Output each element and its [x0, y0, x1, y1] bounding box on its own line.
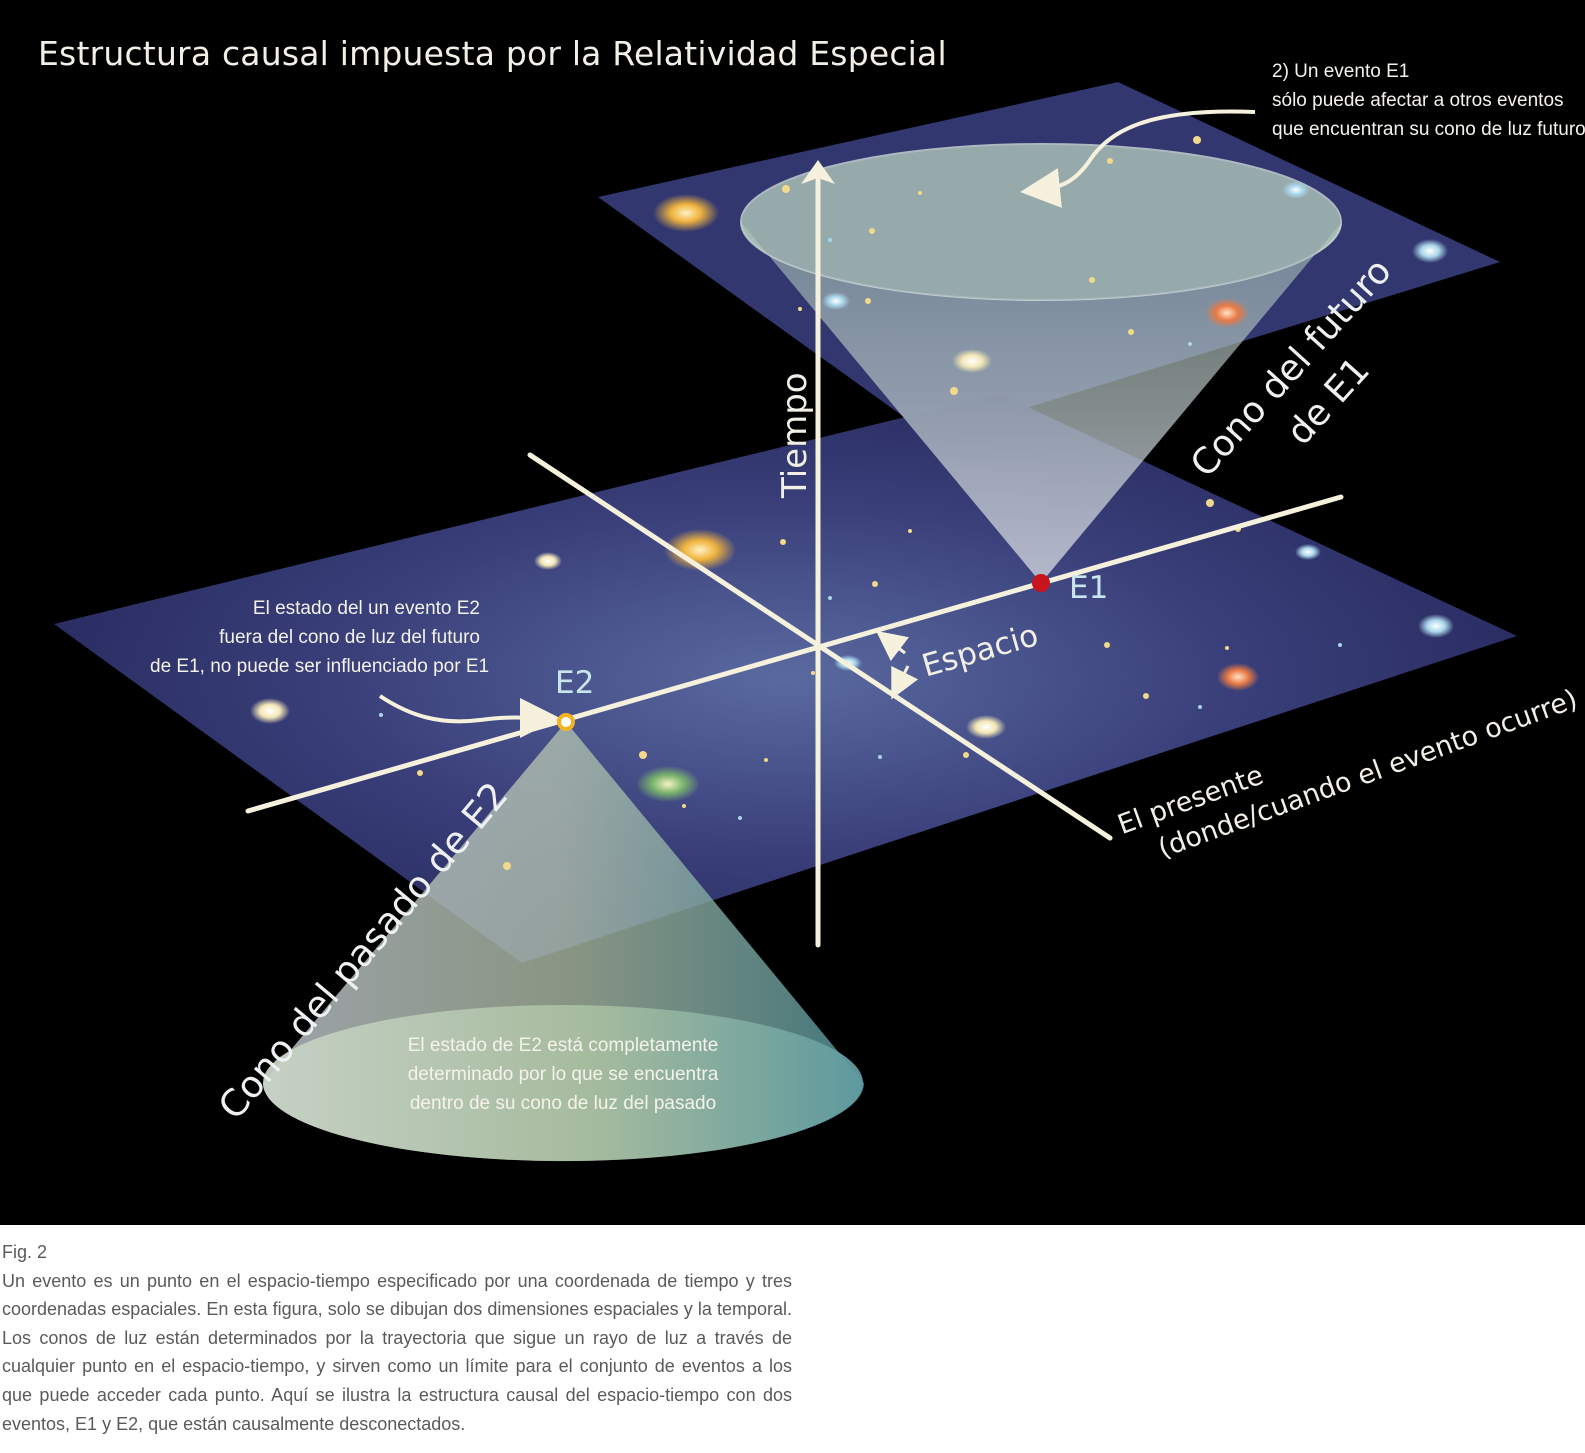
stars — [348, 136, 1241, 870]
e1-point[interactable] — [1032, 574, 1050, 592]
note-left-line-1: El estado del un evento E2 — [252, 598, 480, 619]
note-left-line-3: de E1, no puede ser influenciado por E1 — [150, 656, 490, 677]
note-bottom-line-2: determinado por lo que se encuentra — [407, 1064, 719, 1085]
future-cone-cap — [740, 143, 1342, 301]
note-top-line-1: 2) Un evento E1 — [1272, 61, 1410, 82]
present-plane — [54, 394, 1517, 963]
note-left: El estado del un evento E2 fuera del con… — [150, 594, 490, 681]
blue-stars — [379, 238, 1342, 820]
time-axis-label: Tiempo — [775, 372, 815, 498]
e2-label: E2 — [555, 665, 595, 701]
axes — [245, 177, 1344, 948]
caption-fig-number: Fig. 2 — [2, 1242, 48, 1262]
note-left-line-2: fuera del cono de luz del futuro — [219, 627, 480, 648]
note-top-line-3: que encuentran su cono de luz futuro — [1272, 119, 1585, 140]
top-note-arrow — [1020, 109, 1256, 208]
note-top-line-2: sólo puede afectar a otros eventos — [1272, 90, 1564, 111]
future-cone-body — [741, 222, 1342, 583]
note-bottom-line-1: El estado de E2 está completamente — [407, 1035, 719, 1056]
note-bottom-line-3: dentro de su cono de luz del pasado — [409, 1093, 717, 1114]
e2-point[interactable] — [557, 713, 575, 731]
time-axis-arrowhead — [801, 160, 835, 184]
note-top: 2) Un evento E1 sólo puede afectar a otr… — [1272, 57, 1585, 144]
diagram-stage: Estructura causal impuesta por la Relati… — [0, 0, 1585, 1225]
spacetime-diagram — [54, 82, 1517, 1162]
diagram-title: Estructura causal impuesta por la Relati… — [38, 34, 947, 73]
left-note-arrow — [378, 694, 560, 738]
e1-label: E1 — [1069, 570, 1109, 606]
space-axis-1 — [245, 494, 1344, 814]
espacio-arrows — [876, 630, 919, 700]
galaxies — [250, 181, 1454, 802]
caption-text: Un evento es un punto en el espacio-tiem… — [2, 1270, 792, 1434]
past-cone-cap — [263, 1005, 863, 1161]
note-bottom: El estado de E2 está completamente deter… — [393, 1031, 733, 1118]
figure-caption: Fig. 2 Un evento es un punto en el espac… — [2, 1238, 792, 1438]
